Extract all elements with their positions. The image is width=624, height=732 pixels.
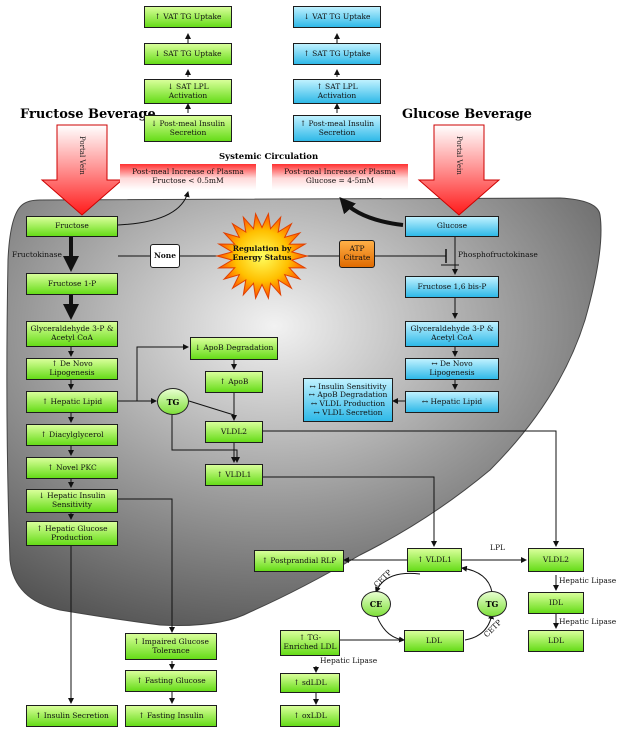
fructokinase-label: Fructokinase [12, 250, 62, 259]
fructose-16-bisp-box: Fructose 1,6 bis-P [405, 276, 499, 298]
lpl-label: LPL [490, 543, 506, 552]
phosphofructokinase-label: Phosphofructokinase [458, 250, 538, 259]
hepatic-lipid-fructose-box: ↑ Hepatic Lipid [26, 391, 118, 413]
sat-tg-uptake-glucose: ↑ SAT TG Uptake [293, 43, 381, 65]
glucose-portal-arrow [417, 124, 501, 216]
portal-vein-right-label: Portal Vein [455, 136, 463, 175]
g3p-fructose-box: Glyceraldehyde 3-P & Acetyl CoA [26, 321, 118, 347]
plasma-fructose-box: Post-meal Increase of Plasma Fructose < … [120, 164, 256, 190]
regulation-label: Regulation by Energy Status [232, 244, 292, 262]
sdldl-box: ↑ sdLDL [280, 673, 340, 693]
fructose-portal-arrow [40, 124, 124, 216]
insulin-secretion-fructose: ↓ Post-meal Insulin Secretion [144, 115, 232, 142]
sat-lpl-activation-glucose: ↑ SAT LPL Activation [293, 79, 381, 104]
postprandial-rlp-box: ↑ Postprandial RLP [254, 550, 344, 572]
impaired-glucose-tolerance-box: ↑ Impaired Glucose Tolerance [125, 633, 217, 660]
sat-tg-uptake-fructose: ↓ SAT TG Uptake [144, 43, 232, 65]
oxldl-box: ↑ oxLDL [280, 705, 340, 727]
systemic-circulation-label: Systemic Circulation [219, 152, 319, 162]
tg-circle-middle: TG [157, 388, 189, 415]
portal-vein-left-label: Portal Vein [78, 136, 86, 175]
glucose-box: Glucose [405, 216, 499, 237]
hepatic-lipase-label-2: Hepatic Lipase [559, 617, 617, 626]
apob-degradation-box: ↓ ApoB Degradation [190, 337, 278, 360]
vldl2-bottom-box: VLDL2 [528, 548, 584, 572]
hepatic-lipase-label-1: Hepatic Lipase [559, 576, 617, 585]
insulin-secretion-glucose: ↑ Post-meal Insulin Secretion [293, 115, 381, 142]
regulation-sunburst [215, 211, 309, 301]
hepatic-lipid-glucose-box: ↔ Hepatic Lipid [405, 391, 499, 413]
dnl-fructose-box: ↑ De Novo Lipogenesis [26, 358, 118, 380]
none-box: None [150, 244, 180, 268]
glucose-beverage-title: Glucose Beverage [402, 107, 532, 122]
vat-tg-uptake-glucose: ↓ VAT TG Uptake [293, 6, 381, 28]
idl-box: IDL [528, 592, 584, 614]
fasting-glucose-box: ↑ Fasting Glucose [125, 670, 217, 692]
fructose-beverage-title: Fructose Beverage [20, 107, 156, 122]
insulin-secretion-box: ↑ Insulin Secretion [26, 705, 118, 727]
hepatic-lipase-label-3: Hepatic Lipase [320, 656, 378, 665]
vldl1-bottom-box: ↑ VLDL1 [407, 548, 462, 572]
glucose-summary-box: ↔ Insulin Sensitivity ↔ ApoB Degradation… [303, 378, 393, 422]
ldl-mid-box: LDL [404, 630, 464, 652]
vat-tg-uptake-fructose: ↑ VAT TG Uptake [144, 6, 232, 28]
sat-lpl-activation-fructose: ↓ SAT LPL Activation [144, 79, 232, 104]
atp-citrate-box: ATP Citrate [339, 240, 375, 268]
g3p-glucose-box: Glyceraldehyde 3-P & Acetyl CoA [405, 321, 499, 347]
diacylglycerol-box: ↑ Diacylglycerol [26, 424, 118, 446]
fructose-1p-box: Fructose 1-P [26, 273, 118, 295]
vldl2-middle-box: VLDL2 [205, 421, 263, 443]
ce-circle: CE [361, 591, 391, 617]
hepatic-insulin-sensitivity-box: ↓ Hepatic Insulin Sensitivity [26, 489, 118, 513]
ldl-right-box: LDL [528, 630, 584, 652]
fructose-box: Fructose [26, 216, 118, 237]
fasting-insulin-box: ↑ Fasting Insulin [125, 705, 217, 727]
hepatic-glucose-production-box: ↑ Hepatic Glucose Production [26, 521, 118, 546]
vldl1-middle-box: ↑ VLDL1 [205, 464, 263, 486]
plasma-glucose-box: Post-meal Increase of Plasma Glucose = 4… [272, 164, 408, 190]
dnl-glucose-box: ↔ De Novo Lipogenesis [405, 358, 499, 380]
tg-circle-bottom: TG [477, 591, 507, 617]
tg-enriched-ldl-box: ↑ TG-Enriched LDL [280, 630, 340, 656]
apob-box: ↑ ApoB [205, 371, 263, 393]
novel-pkc-box: ↑ Novel PKC [26, 457, 118, 479]
